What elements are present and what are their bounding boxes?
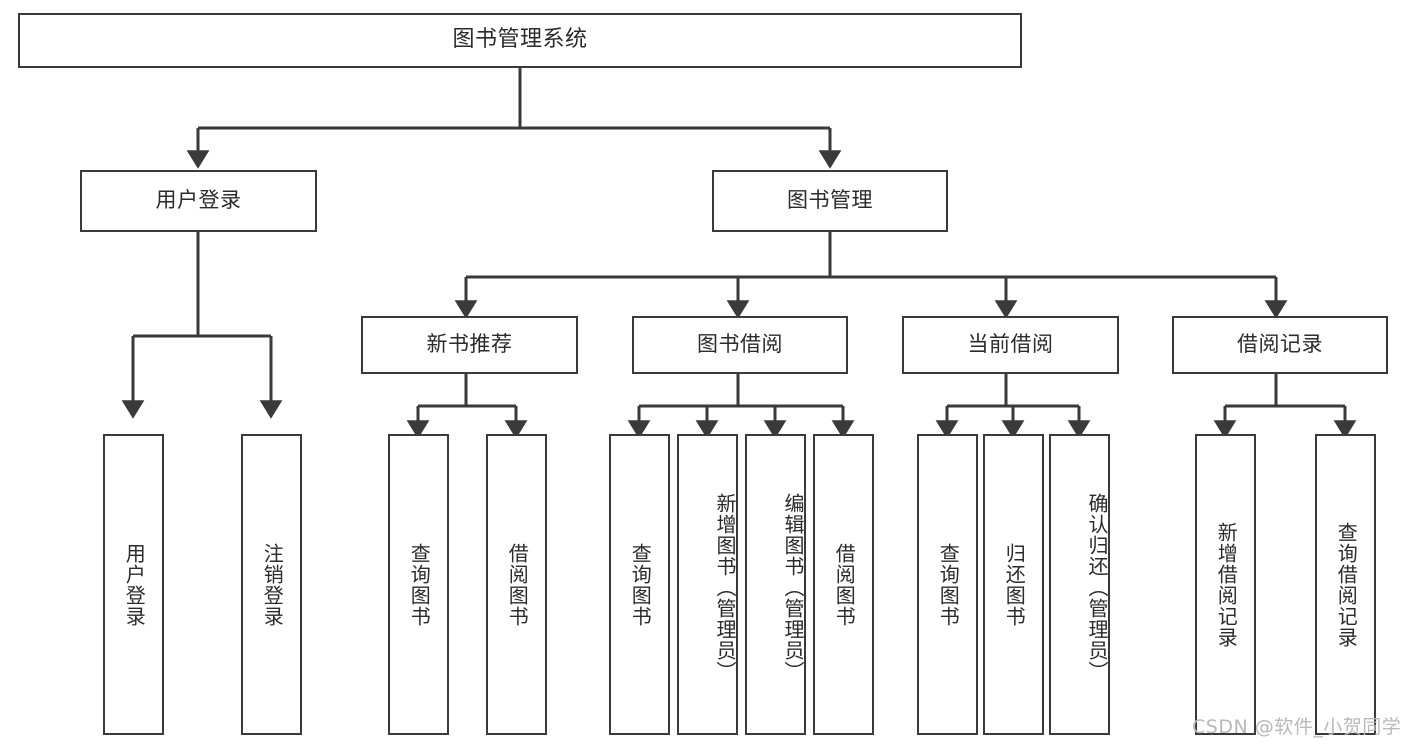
leaf-current-borrow-query[interactable]: 查询图书 [917, 434, 978, 735]
node-current-borrow[interactable]: 当前借阅 [902, 316, 1119, 374]
node-borrow-record[interactable]: 借阅记录 [1172, 316, 1388, 374]
leaf-current-borrow-confirm-return[interactable]: 确认归还（管理员） [1049, 434, 1110, 735]
node-book-borrow[interactable]: 图书借阅 [632, 316, 848, 374]
leaf-borrow-record-query[interactable]: 查询借阅记录 [1315, 434, 1376, 735]
watermark-text: CSDN @软件_小贺同学 [1192, 716, 1402, 738]
node-user-login[interactable]: 用户登录 [80, 170, 317, 232]
leaf-book-borrow-edit[interactable]: 编辑图书（管理员） [745, 434, 806, 735]
leaf-user-login-login[interactable]: 用户登录 [103, 434, 164, 735]
leaf-book-borrow-add[interactable]: 新增图书（管理员） [677, 434, 738, 735]
leaf-new-book-borrow[interactable]: 借阅图书 [486, 434, 547, 735]
leaf-current-borrow-return[interactable]: 归还图书 [983, 434, 1044, 735]
node-book-management[interactable]: 图书管理 [712, 170, 948, 232]
node-new-book-recommend[interactable]: 新书推荐 [361, 316, 578, 374]
node-root-system[interactable]: 图书管理系统 [18, 13, 1022, 68]
leaf-new-book-query[interactable]: 查询图书 [388, 434, 449, 735]
leaf-user-login-logout[interactable]: 注销登录 [241, 434, 302, 735]
leaf-book-borrow-borrow[interactable]: 借阅图书 [813, 434, 874, 735]
leaf-book-borrow-query[interactable]: 查询图书 [609, 434, 670, 735]
leaf-borrow-record-add[interactable]: 新增借阅记录 [1195, 434, 1256, 735]
